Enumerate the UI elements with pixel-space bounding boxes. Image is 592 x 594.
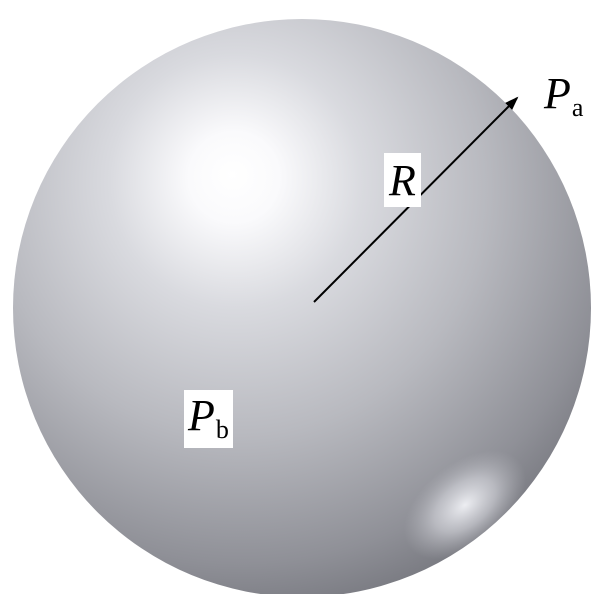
pa-symbol: P (544, 69, 571, 118)
radius-symbol: R (389, 156, 416, 205)
pa-subscript: a (571, 93, 584, 122)
pressure-inside-label: Pb (184, 390, 233, 448)
pb-symbol: P (188, 391, 215, 440)
radius-label: R (384, 153, 421, 207)
sphere (13, 19, 591, 594)
pb-subscript: b (215, 415, 229, 444)
pressure-outside-label: Pa (541, 69, 587, 124)
